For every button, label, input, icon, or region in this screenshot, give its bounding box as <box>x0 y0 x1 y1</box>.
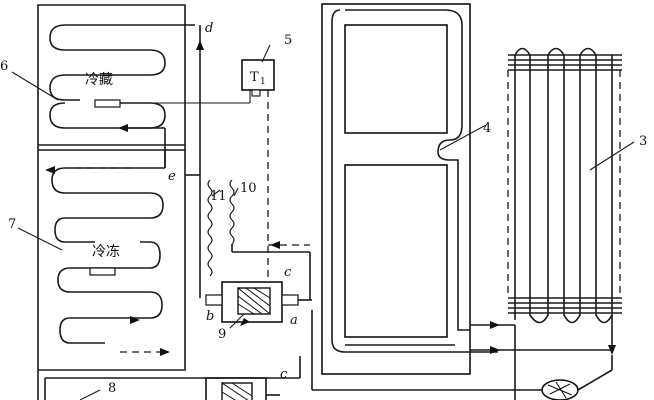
condenser-3 <box>470 47 622 400</box>
label-7: 7 <box>8 217 16 232</box>
label-c: c <box>284 265 292 280</box>
flow-arrow <box>118 124 128 132</box>
label-3: 3 <box>639 134 647 149</box>
label-9: 9 <box>218 327 226 342</box>
label-5: 5 <box>284 33 292 48</box>
label-a: a <box>290 313 298 328</box>
fridge-evaporator-coil <box>49 24 195 129</box>
lower-valve <box>205 377 280 400</box>
label-fridge: 冷藏 <box>85 72 113 88</box>
thermostat-subscript: 1 <box>260 77 266 87</box>
door-panel <box>321 3 498 375</box>
fridge-sensor-bulb <box>94 99 121 108</box>
thermostat-box <box>241 59 275 91</box>
cabinet <box>37 4 186 400</box>
solenoid-valve-9 <box>199 281 312 326</box>
label-c-lower: c <box>280 367 288 382</box>
capillary-coil-11 <box>207 179 213 277</box>
drier-filter <box>541 355 613 400</box>
label-4: 4 <box>483 121 491 136</box>
label-e: e <box>168 169 176 184</box>
label-8: 8 <box>108 381 116 396</box>
freezer-evaporator-coil <box>51 167 165 344</box>
label-11: 11 <box>210 189 227 204</box>
label-freezer: 冷冻 <box>92 243 120 260</box>
thermostat-label: T <box>250 70 259 85</box>
capillary-coil-10 <box>229 179 235 245</box>
label-6: 6 <box>0 59 8 74</box>
label-d: d <box>205 21 213 36</box>
label-10: 10 <box>240 181 257 196</box>
label-b: b <box>206 309 214 324</box>
freezer-sensor-bulb <box>89 267 116 276</box>
